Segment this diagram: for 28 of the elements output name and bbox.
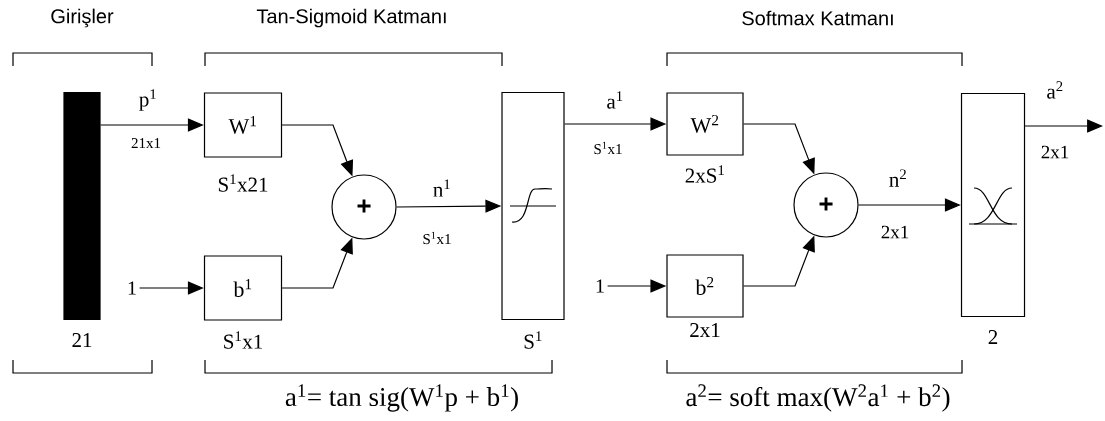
input-label: 1 xyxy=(596,279,604,293)
edge-label: a$^{2}$ xyxy=(1045,80,1065,100)
dimension-label: S$^{1}$ xyxy=(524,331,542,349)
input-label: 1 xyxy=(128,281,136,295)
edge-label: p$^{1}$ xyxy=(137,88,159,112)
layer-heading: Softmax Katmanı xyxy=(742,10,893,26)
weight-box: W$^{2}$ xyxy=(666,92,744,156)
layer-formula: a$^{2}$= soft max(W$^{2}$a$^{1}$ + b$^{2}$) xyxy=(686,384,950,412)
edge-label: a$^{1}$ xyxy=(605,90,625,110)
weight-box: b$^{2}$ xyxy=(666,254,744,318)
weight-box: b$^{1}$ xyxy=(203,255,283,321)
edge-label: n$^{1}$ xyxy=(431,178,453,198)
dimension-label: 2x1 xyxy=(881,225,909,239)
dimension-label: S$^{1}$x1 xyxy=(594,141,622,155)
layer-heading: Tan-Sigmoid Katmanı xyxy=(256,8,446,28)
weight-box: W$^{1}$ xyxy=(203,92,283,158)
dimension-label: 2 xyxy=(988,330,998,344)
dimension-label: 2xS$^{1}$ xyxy=(685,165,724,183)
dimension-label: S$^{1}$x1 xyxy=(224,331,262,349)
dimension-label: 21 xyxy=(72,333,92,347)
layer-heading: Girişler xyxy=(51,8,114,28)
dimension-label: 21x1 xyxy=(131,138,161,148)
dimension-label: 2x1 xyxy=(690,323,720,337)
layer-formula: a$^{1}$= tan sig(W$^{1}$p + b$^{1}$) xyxy=(285,384,518,412)
dimension-label: 2x1 xyxy=(1041,145,1069,159)
edge-label: n$^{2}$ xyxy=(887,168,909,188)
dimension-label: S$^{1}$x21 xyxy=(218,174,268,192)
dimension-label: S$^{1}$x1 xyxy=(423,231,451,245)
